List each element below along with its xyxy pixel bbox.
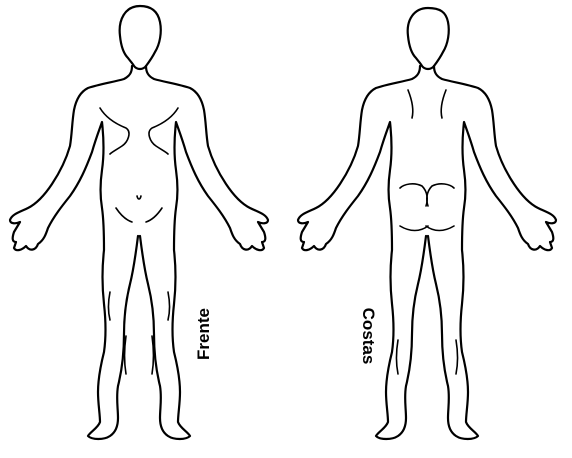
front-right-outline [138, 64, 270, 441]
front-shin-right [151, 335, 155, 375]
front-body-figure [8, 4, 270, 441]
front-shin-left [123, 335, 127, 375]
front-knee-right [167, 291, 171, 321]
back-shoulder-blade-right [440, 89, 447, 119]
back-gluteal-fold-left [399, 225, 429, 232]
front-chest-left [99, 107, 130, 155]
back-buttocks-left [399, 183, 428, 207]
front-chest-right [148, 107, 179, 155]
back-gluteal-fold-right [425, 225, 455, 232]
back-shoulder-blade-left [407, 89, 414, 119]
back-buttocks-right [426, 183, 455, 207]
front-groin-right [145, 207, 163, 223]
back-body-figure [296, 6, 558, 441]
front-left-outline [8, 64, 140, 441]
front-groin-left [115, 207, 133, 223]
back-calf-left [395, 339, 399, 375]
back-view-label: Costas [359, 307, 378, 365]
back-calf-right [455, 339, 459, 375]
front-view-label: Frente [194, 308, 213, 360]
front-knee-left [107, 291, 111, 321]
back-left-outline [296, 64, 428, 441]
back-head [406, 6, 450, 71]
front-head [118, 4, 162, 71]
back-right-outline [426, 64, 558, 441]
front-navel [136, 195, 142, 200]
